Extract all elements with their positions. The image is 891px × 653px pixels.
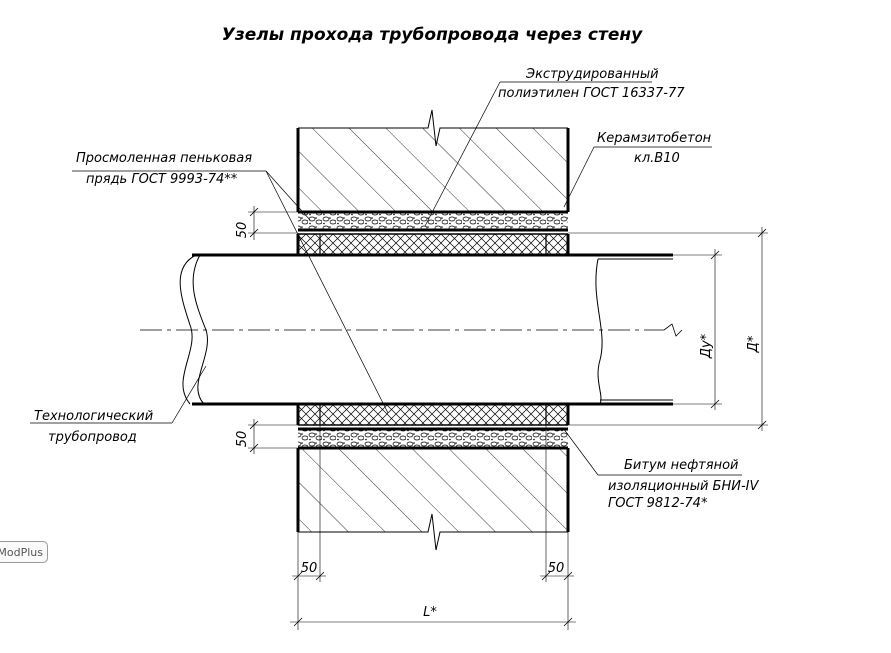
label-bitumen-3: ГОСТ 9812-74* [608, 496, 708, 511]
dim-gap-bottom-label: 50 [235, 431, 250, 448]
label-extruded-pe-1: Экструдированный [525, 67, 659, 82]
leader-hemp [72, 170, 389, 414]
label-extruded-pe-2: полиэтилен ГОСТ 16337-77 [498, 86, 685, 101]
dim-diameters [568, 227, 768, 431]
label-pipe-2: трубопровод [48, 430, 137, 445]
label-hemp-2: прядь ГОСТ 9993-74** [86, 172, 238, 187]
leader-concrete [563, 146, 712, 208]
dim-edges [290, 425, 576, 630]
dim-length-label: L* [423, 605, 437, 620]
pipe [140, 253, 683, 406]
label-concrete-2: кл.В10 [634, 151, 680, 166]
dim-gap-top [248, 206, 298, 240]
label-bitumen-2: изоляционный БНИ-IV [608, 479, 759, 494]
dim-edge-left-label: 50 [301, 561, 318, 576]
lower-sleeve-layers [296, 405, 570, 450]
label-bitumen-1: Битум нефтяной [624, 458, 738, 473]
leader-extruded-pe [424, 81, 652, 227]
label-hemp-1: Просмоленная пеньковая [76, 151, 252, 166]
drawing-title: Узелы прохода трубопровода через стену [222, 25, 643, 45]
dim-gap-top-label: 50 [235, 222, 250, 239]
modplus-watermark: ModPlus [0, 541, 48, 563]
wall-upper-block [296, 109, 570, 212]
label-concrete-1: Керамзитобетон [597, 131, 712, 146]
leader-bitumen [562, 427, 742, 476]
dim-nominal-diameter-label: Ду* [699, 333, 714, 359]
label-pipe-1: Технологический [34, 409, 153, 424]
upper-sleeve-layers [296, 210, 570, 254]
dim-edge-right-label: 50 [548, 561, 565, 576]
dim-outer-diameter-label: Д* [746, 335, 761, 353]
dim-gap-bottom [248, 419, 298, 454]
leader-pipe [30, 365, 207, 424]
wall-lower-block [296, 448, 570, 551]
